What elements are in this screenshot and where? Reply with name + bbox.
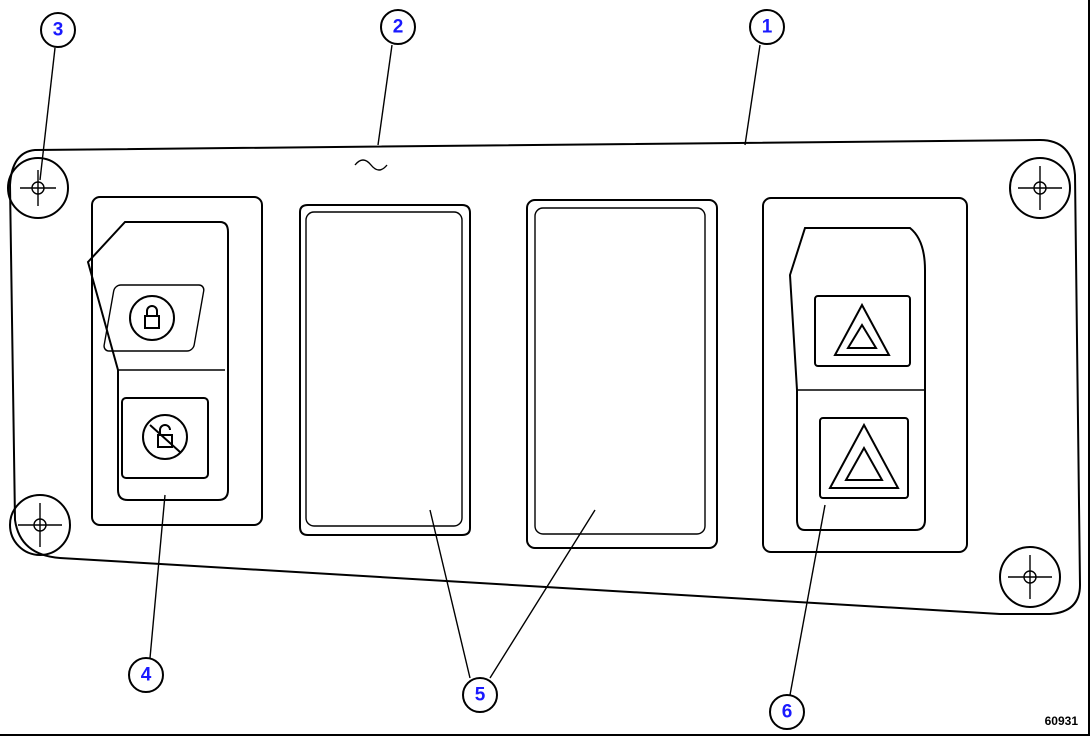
hazard-switch xyxy=(762,197,968,553)
svg-text:5: 5 xyxy=(475,685,486,706)
screw-top-left xyxy=(7,157,69,219)
screw-bottom-left xyxy=(9,494,71,556)
park-brake-switch xyxy=(86,196,263,526)
blank-plug-right xyxy=(526,199,718,549)
svg-text:4: 4 xyxy=(141,665,152,686)
callout-3: 3 xyxy=(40,12,76,48)
callout-6: 6 xyxy=(769,694,805,730)
svg-text:6: 6 xyxy=(782,702,793,723)
blank-plug-left xyxy=(299,204,471,536)
svg-text:1: 1 xyxy=(762,17,773,38)
screw-top-right xyxy=(1009,157,1071,219)
callout-4: 4 xyxy=(128,657,164,693)
callout-1: 1 xyxy=(749,9,785,45)
callout-5: 5 xyxy=(462,677,498,713)
panel-plate xyxy=(8,138,1082,615)
wavy-break-mark xyxy=(354,159,388,171)
svg-text:2: 2 xyxy=(393,17,404,38)
figure-id: 60931 xyxy=(1044,714,1078,728)
screw-bottom-right xyxy=(999,546,1061,608)
svg-text:3: 3 xyxy=(53,20,64,41)
callout-2: 2 xyxy=(380,9,416,45)
